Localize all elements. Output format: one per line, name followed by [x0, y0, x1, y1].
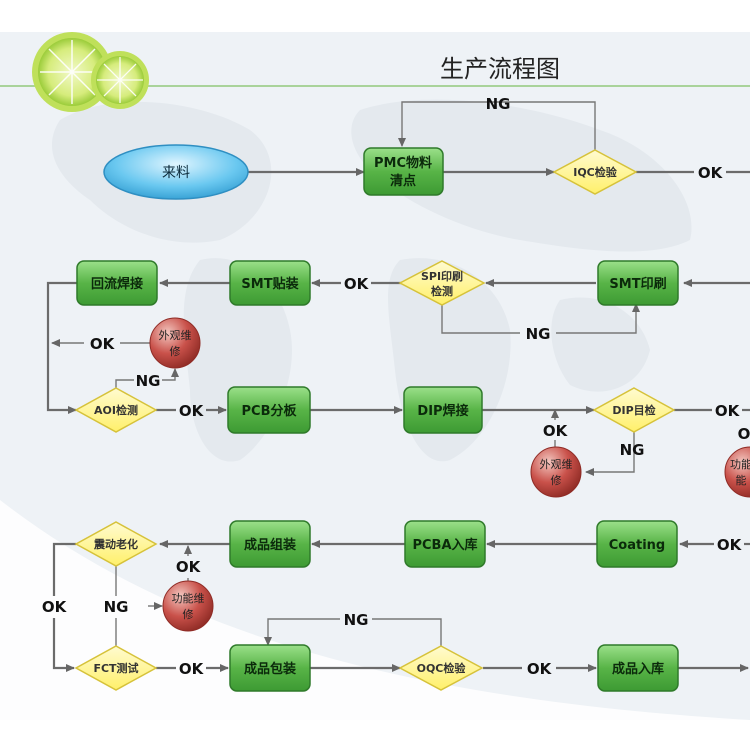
- node-repair-function: 功能维 修: [162, 580, 214, 632]
- node-start: 来料: [103, 144, 249, 200]
- node-spi-label-1: SPI印刷: [421, 270, 463, 283]
- node-dip-inspect-label: DIP目检: [612, 403, 655, 417]
- node-repair-visual-1-label-1: 外观维: [159, 329, 192, 342]
- node-packing: 成品包装: [229, 644, 311, 692]
- label-aging-ok: OK: [42, 598, 68, 616]
- node-smt-print-label: SMT印刷: [609, 277, 666, 292]
- label-fct-ng: NG: [104, 598, 129, 616]
- node-vibration-aging-label: 震动老化: [93, 537, 138, 551]
- edge-labels: NG OK OK NG OK NG OK OK NG OK O OK OK OK…: [42, 95, 750, 678]
- lime-logo: [32, 32, 149, 112]
- node-repair-function-label-2: 修: [183, 607, 194, 621]
- background-swoosh: [0, 500, 750, 720]
- label-aoi-ok: OK: [179, 402, 205, 420]
- label-coating-in-ok: OK: [717, 536, 743, 554]
- node-assembly: 成品组装: [229, 520, 311, 568]
- node-pmc-label-2: 清点: [390, 173, 416, 189]
- label-repair1-ok: OK: [90, 335, 116, 353]
- node-oqc: OQC检验: [398, 645, 484, 691]
- node-fct: FCT测试: [74, 645, 158, 691]
- node-spi-label-2: 检测: [431, 284, 453, 298]
- edge-aoi-ng-a: [115, 379, 134, 390]
- node-pcb-split-label: PCB分板: [242, 403, 298, 419]
- edges: [46, 101, 750, 672]
- label-repair2-ok: OK: [543, 422, 569, 440]
- node-store: 成品入库: [597, 644, 679, 692]
- node-coating-label: Coating: [609, 538, 665, 553]
- node-smt-mount-label: SMT贴装: [241, 276, 298, 292]
- edge-spi-ng-a: [441, 305, 520, 334]
- node-repair-visual-2-label-1: 外观维: [540, 458, 573, 471]
- node-start-label: 来料: [162, 165, 190, 181]
- node-pcba-store: PCBA入库: [404, 520, 486, 568]
- label-spi-ok: OK: [344, 275, 370, 293]
- node-pcb-split: PCB分板: [227, 386, 311, 434]
- node-repair-function-edge-label-1: 功能: [730, 457, 750, 471]
- node-aoi-label: AOI检测: [94, 403, 138, 417]
- label-oqc-ng: NG: [344, 611, 369, 629]
- node-coating: Coating: [596, 520, 678, 568]
- node-repair-visual-1: 外观维 修: [149, 317, 201, 369]
- node-repair-function-label-1: 功能维: [172, 591, 205, 605]
- node-dip-weld-label: DIP焊接: [417, 403, 468, 419]
- edge-aging-ok-a: [52, 542, 76, 596]
- node-dip-weld: DIP焊接: [403, 386, 483, 434]
- node-vibration-aging: 震动老化: [74, 521, 158, 567]
- node-pmc-label-1: PMC物料: [374, 155, 432, 171]
- node-repair-visual-2: 外观维 修: [530, 446, 582, 498]
- node-oqc-label: OQC检验: [417, 661, 467, 675]
- label-iqc-ng: NG: [486, 95, 511, 113]
- node-aoi: AOI检测: [74, 387, 158, 433]
- node-repair-function-edge: 功能 能: [724, 446, 750, 498]
- node-repair-function-edge-label-2: 能: [736, 473, 747, 487]
- node-repair-visual-1-label-2: 修: [170, 344, 181, 358]
- edge-reflow-to-aoi: [46, 281, 77, 414]
- node-repair-visual-2-label-2: 修: [551, 473, 562, 487]
- node-store-label: 成品入库: [612, 661, 664, 677]
- node-assembly-label: 成品组装: [244, 537, 296, 553]
- label-repair3-ok: OK: [176, 558, 202, 576]
- node-fct-label: FCT测试: [93, 661, 138, 675]
- label-dip-ok: OK: [715, 402, 741, 420]
- edge-dip-inspect-ng: [585, 432, 635, 476]
- node-iqc: IQC检验: [552, 149, 638, 195]
- label-spi-ng: NG: [526, 325, 551, 343]
- label-dip-ng: NG: [620, 441, 645, 459]
- label-iqc-ok: OK: [698, 164, 724, 182]
- edge-oqc-ng-b: [264, 618, 340, 646]
- node-dip-inspect: DIP目检: [592, 387, 676, 433]
- edge-aging-ok-b: [52, 618, 75, 672]
- node-spi: SPI印刷 检测: [398, 260, 486, 306]
- edge-spi-ng-b: [556, 303, 640, 334]
- node-pmc: PMC物料 清点: [363, 147, 444, 196]
- node-reflow: 回流焊接: [76, 260, 158, 306]
- node-reflow-label: 回流焊接: [91, 276, 143, 292]
- page-title: 生产流程图: [440, 55, 560, 83]
- edge-oqc-ng-a: [372, 618, 442, 648]
- node-smt-mount: SMT贴装: [229, 260, 311, 306]
- node-pcba-store-label: PCBA入库: [412, 537, 477, 553]
- label-fct-ok: OK: [179, 660, 205, 678]
- label-aoi-ng: NG: [136, 372, 161, 390]
- edge-iqc-ng-to-pmc: [398, 101, 596, 152]
- node-packing-label: 成品包装: [244, 661, 296, 677]
- node-smt-print: SMT印刷: [597, 260, 679, 306]
- label-oqc-ok: OK: [527, 660, 553, 678]
- node-iqc-label: IQC检验: [573, 165, 618, 179]
- label-edge-o: O: [738, 425, 750, 443]
- edge-aoi-ng-b: [162, 368, 179, 381]
